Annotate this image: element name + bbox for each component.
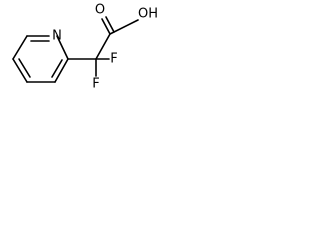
fluorine-bottom-label: F — [92, 77, 99, 92]
carbonyl-oxygen-label: O — [95, 3, 105, 18]
bond-carbonyl-to-o — [101, 18, 111, 35]
bond-carbonyl-to-o-double — [105, 16, 115, 33]
ring-bond-c4-c5-inner — [18, 58, 31, 78]
ring-bond-c4-c5 — [12, 58, 28, 83]
nitrogen-label: N — [52, 29, 62, 44]
ring-bond-c5-c6 — [12, 35, 28, 60]
difluoroacetic-acid-group — [67, 16, 139, 77]
ring-bond-c2-c3 — [54, 58, 69, 83]
ring-bond-c2-c3-inner — [51, 59, 63, 78]
pyridine-ring — [12, 35, 69, 83]
bond-cf2-to-carbonyl — [95, 33, 111, 60]
ring-bond-n-c2 — [56, 35, 69, 60]
hydroxyl-label: OH — [138, 7, 158, 22]
fluorine-right-label: F — [110, 52, 117, 67]
chemical-structure-diagram: N O OH F F — [12, 3, 158, 92]
